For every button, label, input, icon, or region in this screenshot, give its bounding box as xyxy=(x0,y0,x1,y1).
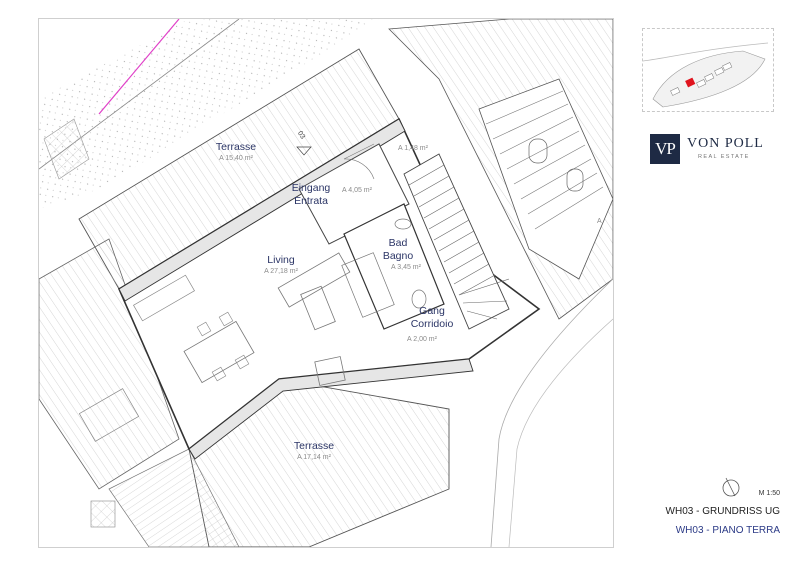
plan-title-de: WH03 - GRUNDRISS UG xyxy=(665,506,780,517)
site-key-map-drawing xyxy=(642,42,769,108)
living-area: A 27,18 m² xyxy=(264,268,299,275)
living-name: Living xyxy=(267,254,295,266)
side-label: A xyxy=(597,218,602,225)
terrasse-top-area: A 15,40 m² xyxy=(219,155,254,162)
entrance-name-it: Entrata xyxy=(294,195,328,207)
armchair xyxy=(314,356,346,386)
coffee-table xyxy=(300,285,336,331)
entrance-name: Eingang xyxy=(292,182,331,194)
planter xyxy=(43,118,90,180)
neighbour-stair xyxy=(478,78,613,280)
entrance-room xyxy=(298,143,410,245)
corridor-area: A 2,00 m² xyxy=(407,336,438,343)
neighbour-stair-treads xyxy=(485,90,604,230)
key-map-buildings xyxy=(670,62,733,96)
sofa xyxy=(277,252,351,308)
key-map-road xyxy=(642,42,769,62)
entrance-door-leaf xyxy=(343,143,375,160)
neighbour-wc-2 xyxy=(566,168,584,192)
bath-area: A 3,45 m² xyxy=(391,264,422,271)
entrance-area: A 4,05 m² xyxy=(342,187,373,194)
section-marker-arrow-icon xyxy=(296,146,312,156)
entrance-door-swing xyxy=(343,158,375,180)
bath-shower xyxy=(341,252,395,318)
bath-room xyxy=(343,203,445,330)
section-marker-icon: 03 xyxy=(296,130,306,140)
kitchen-counter xyxy=(133,274,195,322)
dining-chairs xyxy=(196,311,250,382)
staircase xyxy=(403,153,510,330)
garden-path xyxy=(490,278,613,547)
corridor-name: Gang xyxy=(419,305,445,317)
garden-path-edge xyxy=(508,318,613,547)
logo-mark: VP xyxy=(650,134,680,164)
terrasse-bottom-area: A 17,14 m² xyxy=(297,454,332,461)
bath-toilet xyxy=(411,289,427,309)
staircase-treads xyxy=(408,164,496,296)
garden-strip xyxy=(39,19,379,209)
von-poll-logo: VP VON POLL REAL ESTATE xyxy=(650,134,775,168)
terrasse-top-name: Terrasse xyxy=(216,141,256,153)
dining-table xyxy=(183,320,255,384)
neighbour-table xyxy=(78,388,140,442)
bath-name: Bad xyxy=(389,237,408,249)
floor-plan-drawing: 03 Terrasse A 15,40 m² A 1,48 m² Eingang… xyxy=(39,19,613,547)
terrasse-bottom-name: Terrasse xyxy=(294,440,334,452)
terrace-left-deck xyxy=(39,238,180,490)
property-line xyxy=(98,19,180,115)
corridor-name-it: Corridoio xyxy=(411,318,454,330)
stair-winder xyxy=(458,278,510,320)
floor-plan-sheet: 03 Terrasse A 15,40 m² A 1,48 m² Eingang… xyxy=(38,18,614,548)
bath-washbasin xyxy=(394,218,412,230)
wall-top xyxy=(118,118,406,302)
bath-name-it: Bagno xyxy=(383,250,414,262)
section-marker-label: 03 xyxy=(296,130,306,140)
north-arrow-icon xyxy=(722,477,740,497)
neighbour-wc xyxy=(528,138,548,164)
key-map-highlight xyxy=(685,77,696,88)
scale-label: M 1:50 xyxy=(758,490,780,497)
wall-bottom xyxy=(188,358,474,460)
logo-subtitle: REAL ESTATE xyxy=(698,154,750,160)
site-key-map xyxy=(642,28,774,112)
entry-small-area: A 1,48 m² xyxy=(398,145,429,152)
plan-title-it: WH03 - PIANO TERRA xyxy=(675,525,780,536)
logo-name: VON POLL xyxy=(687,136,764,151)
info-panel: VP VON POLL REAL ESTATE M 1:50 WH03 - GR… xyxy=(640,18,780,546)
terrace-bottom-strip xyxy=(108,448,240,547)
planter-bottom xyxy=(90,500,116,528)
